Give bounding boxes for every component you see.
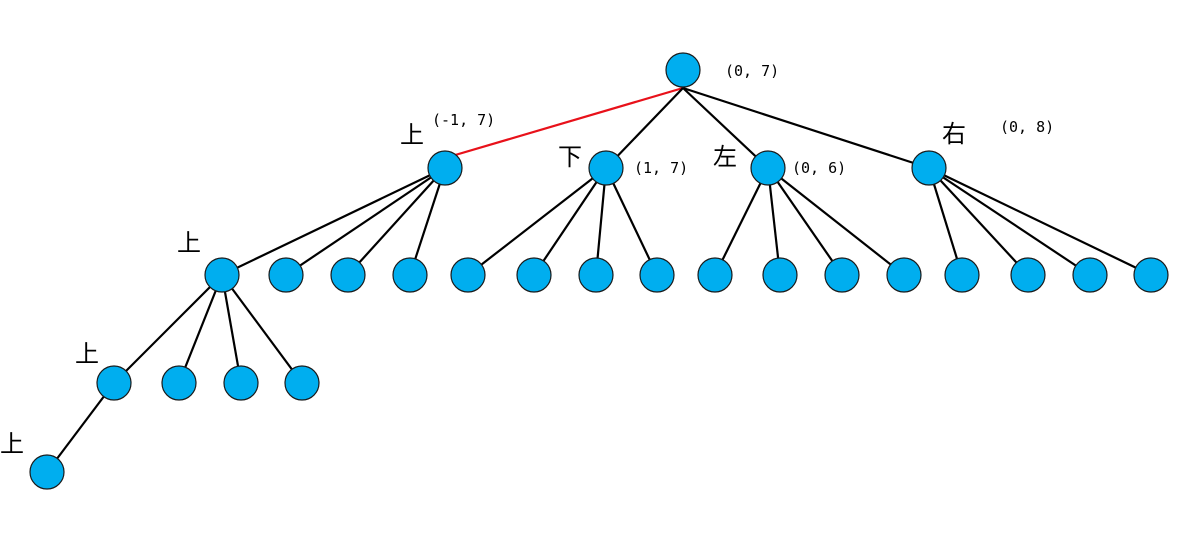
node-l3 xyxy=(284,365,320,401)
node-l2 xyxy=(1133,257,1169,293)
edge-root-up xyxy=(444,86,684,160)
edges-right-children xyxy=(927,167,1152,276)
level3-up-dir-label: 上 xyxy=(75,340,99,368)
edges-level3 xyxy=(113,274,303,384)
node-l2 xyxy=(697,257,733,293)
edges-left-children xyxy=(714,167,905,276)
down-coord-label: (1, 7) xyxy=(634,159,688,177)
up-coord-label: (-1, 7) xyxy=(432,111,495,129)
node-up xyxy=(427,150,463,186)
up-dir-label: 上 xyxy=(400,121,424,149)
node-l2 xyxy=(392,257,428,293)
edge-root-left xyxy=(682,87,769,169)
node-left xyxy=(750,150,786,186)
node-l2 xyxy=(516,257,552,293)
node-l3 xyxy=(223,365,259,401)
edges-up-children xyxy=(221,167,447,276)
node-l2 xyxy=(762,257,798,293)
node-l2 xyxy=(330,257,366,293)
edges-down-children xyxy=(467,167,658,276)
node-l2 xyxy=(944,257,980,293)
left-dir-label: 左 xyxy=(713,143,737,171)
level4-up-dir-label: 上 xyxy=(0,430,24,458)
node-l2 xyxy=(886,257,922,293)
node-down xyxy=(588,150,624,186)
level2-nodes xyxy=(204,257,1169,293)
edge-level4 xyxy=(46,382,115,473)
right-coord-label: (0, 8) xyxy=(1000,118,1054,136)
level3-nodes xyxy=(96,365,320,401)
edge-root-down xyxy=(605,87,684,169)
down-dir-label: 下 xyxy=(558,143,582,171)
node-l2 xyxy=(204,257,240,293)
left-coord-label: (0, 6) xyxy=(792,159,846,177)
node-right xyxy=(911,150,947,186)
root-coord-label: (0, 7) xyxy=(725,62,779,80)
node-l2 xyxy=(1010,257,1046,293)
node-l2 xyxy=(268,257,304,293)
level2-up-dir-label: 上 xyxy=(177,229,201,257)
node-l3 xyxy=(161,365,197,401)
node-l2 xyxy=(450,257,486,293)
root-node xyxy=(665,52,701,88)
node-l2 xyxy=(639,257,675,293)
node-l2 xyxy=(578,257,614,293)
node-l2 xyxy=(824,257,860,293)
edge-root-right xyxy=(682,86,930,170)
right-dir-label: 右 xyxy=(942,120,966,148)
node-l4 xyxy=(29,454,65,490)
node-l2 xyxy=(1072,257,1108,293)
node-l3 xyxy=(96,365,132,401)
